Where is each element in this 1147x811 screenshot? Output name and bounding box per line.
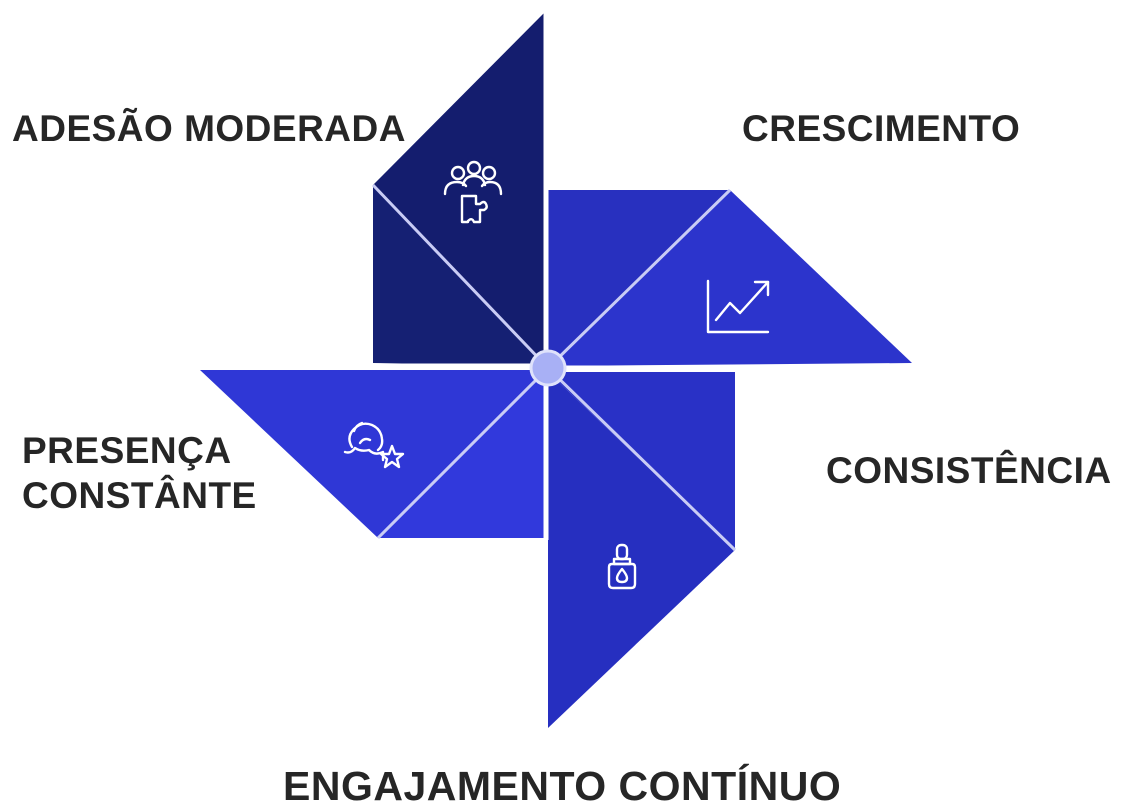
center-hub	[529, 349, 567, 387]
blade-adesao-moderada	[373, 12, 545, 366]
people-puzzle-icon	[443, 160, 503, 224]
blade-separators	[371, 10, 910, 540]
blade-crescimento	[548, 190, 912, 366]
lion-star-icon	[343, 421, 405, 469]
growth-chart-icon	[706, 279, 770, 334]
label-presenca-constante: PRESENÇA CONSTÂNTE	[22, 428, 257, 518]
label-presenca-line1: PRESENÇA	[22, 430, 232, 471]
label-adesao-moderada: ADESÃO MODERADA	[12, 108, 406, 149]
label-crescimento: CRESCIMENTO	[742, 108, 1021, 149]
dropper-bottle-icon	[607, 543, 637, 590]
label-consistencia: CONSISTÊNCIA	[826, 450, 1112, 491]
blade-engajamento-continuo	[548, 372, 735, 728]
label-presenca-line2: CONSTÂNTE	[22, 475, 257, 517]
diagonal-dividers	[371, 183, 737, 552]
label-engajamento-continuo: ENGAJAMENTO CONTÍNUO	[283, 763, 842, 809]
